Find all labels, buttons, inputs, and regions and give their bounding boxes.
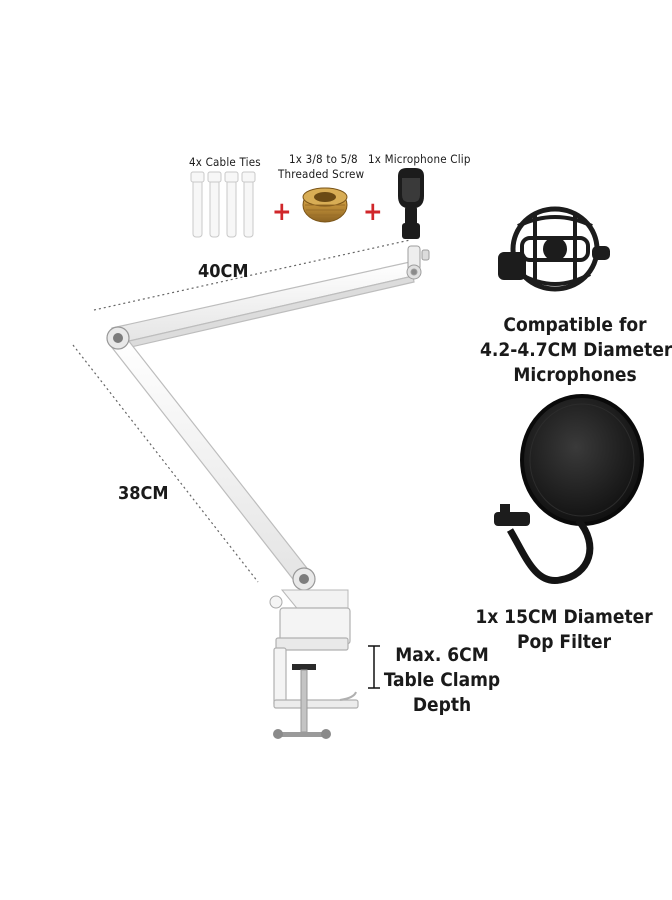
clamp-line3: Depth [412,694,472,716]
clamp-line1: Max. 6CM [395,644,489,666]
boom-arm-icon [72,239,430,739]
screw-label-line1: 1x 3/8 to 5/8 [289,152,358,166]
clamp-line2: Table Clamp [383,669,501,691]
shock-mount-line3: Microphones [513,364,637,386]
upper-arm-length: 40CM [198,261,249,282]
plus-icon: + [363,197,383,227]
shock-mount-icon [498,206,610,292]
lower-arm-length: 38CM [118,483,169,504]
pop-filter-line1: 1x 15CM Diameter [475,606,653,628]
pop-filter-caption: 1x 15CM Diameter Pop Filter [474,605,654,655]
shock-mount-caption: Compatible for 4.2-4.7CM Diameter Microp… [480,313,672,388]
shock-mount-line1: Compatible for [503,314,647,336]
clamp-depth-caption: Max. 6CM Table Clamp Depth [382,643,502,718]
screw-label-line2: Threaded Screw [278,167,365,181]
cable-ties-label: 4x Cable Ties [189,155,261,169]
microphone-clip-icon [398,168,424,239]
mic-clip-label: 1x Microphone Clip [368,152,471,166]
cable-ties-icon [190,171,256,238]
shock-mount-line2: 4.2-4.7CM Diameter [480,339,672,361]
threaded-screw-icon [302,187,348,223]
pop-filter-line2: Pop Filter [516,631,612,653]
clamp-depth-marker [368,645,380,689]
plus-icon: + [272,197,292,227]
pop-filter-icon [494,394,644,584]
